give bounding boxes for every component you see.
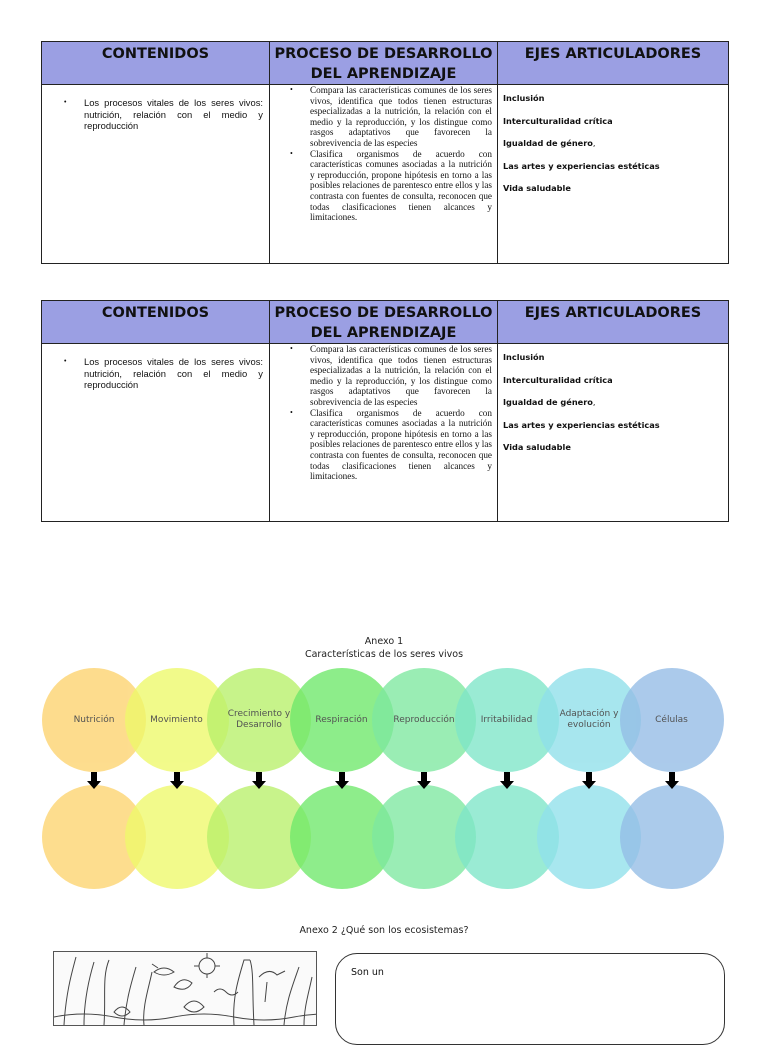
proceso-item: Compara las características comunes de l… <box>310 344 492 407</box>
down-arrow-icon <box>582 772 596 789</box>
header-proceso: PROCESO DE DESARROLLO DEL APRENDIZAJE <box>269 300 498 344</box>
eje-item: Interculturalidad crítica <box>503 374 613 385</box>
proceso-cell: • Compara las características comunes de … <box>269 84 498 264</box>
header-ejes: EJES ARTICULADORES <box>497 300 729 344</box>
characteristic-label: Crecimiento y Desarrollo <box>227 709 291 730</box>
eje-item: Igualdad de género <box>503 397 593 407</box>
proceso-item: Clasifica organismos de acuerdo con cara… <box>310 407 492 482</box>
planning-table-2: CONTENIDOS PROCESO DE DESARROLLO DEL APR… <box>41 300 729 522</box>
header-contenidos: CONTENIDOS <box>41 41 270 85</box>
characteristics-diagram: Nutrición Movimiento Crecimiento y Desarro… <box>42 668 724 889</box>
eje-item: Vida saludable <box>503 183 571 193</box>
characteristic-circle: Células <box>619 668 724 772</box>
down-arrow-icon <box>169 772 184 789</box>
bullet-icon: • <box>64 99 67 106</box>
answer-label: Son un <box>351 967 384 978</box>
eje-item: Igualdad de género <box>503 138 593 148</box>
bullet-icon: • <box>290 407 293 417</box>
anexo1-subtitle: Características de los seres vivos <box>304 649 464 660</box>
anexo2-title: Anexo 2 ¿Qué son los ecosistemas? <box>299 925 469 936</box>
bullet-icon: • <box>290 148 293 158</box>
eje-item: Interculturalidad crítica <box>503 115 613 126</box>
characteristic-label: Movimiento <box>150 714 203 725</box>
down-arrow-icon <box>417 772 431 789</box>
header-ejes: EJES ARTICULADORES <box>497 41 729 85</box>
contenido-text: Los procesos vitales de los seres vivos:… <box>84 97 263 131</box>
bullet-icon: • <box>290 344 293 353</box>
characteristic-circle: Crecimiento y Desarrollo <box>207 668 311 772</box>
eje-item: Vida saludable <box>503 442 571 452</box>
characteristic-label: Irritabilidad <box>480 714 533 725</box>
down-arrow-icon <box>664 772 679 789</box>
planning-table-1: CONTENIDOS PROCESO DE DESARROLLO DEL APR… <box>41 41 729 264</box>
header-contenidos: CONTENIDOS <box>41 300 270 344</box>
down-arrow-icon <box>252 772 266 789</box>
down-arrow-icon <box>334 772 349 789</box>
proceso-cell: • Compara las características comunes de … <box>269 343 498 522</box>
ejes-cell: Inclusión Interculturalidad crítica Igua… <box>497 84 729 264</box>
ejes-cell: Inclusión Interculturalidad crítica Igua… <box>497 343 729 522</box>
bullet-icon: • <box>290 85 293 94</box>
down-arrow-icon <box>499 772 514 789</box>
contenidos-cell: • Los procesos vitales de los seres vivos… <box>41 343 270 522</box>
contenido-text: Los procesos vitales de los seres vivos:… <box>84 356 263 390</box>
down-arrow-icon <box>87 772 101 789</box>
header-proceso: PROCESO DE DESARROLLO DEL APRENDIZAJE <box>269 41 498 85</box>
eje-item: Las artes y experiencias estéticas <box>503 419 660 430</box>
anexo1-title: Anexo 1 <box>364 636 404 647</box>
eje-item: Las artes y experiencias estéticas <box>503 160 660 171</box>
contenidos-cell: • Los procesos vitales de los seres vivos… <box>41 84 270 264</box>
bullet-icon: • <box>64 358 67 365</box>
eje-item: Inclusión <box>503 352 545 362</box>
ecosystem-illustration-icon <box>53 951 317 1026</box>
answer-circle[interactable] <box>619 785 724 889</box>
characteristic-label: Nutrición <box>73 714 115 725</box>
characteristic-label: Adaptación y evolución <box>559 709 619 730</box>
characteristic-label: Células <box>655 714 688 725</box>
characteristic-label: Respiración <box>315 714 368 725</box>
answer-box[interactable]: Son un <box>335 953 725 1045</box>
characteristic-label: Reproducción <box>393 714 455 725</box>
eje-item: Inclusión <box>503 93 545 103</box>
proceso-item: Clasifica organismos de acuerdo con cara… <box>310 148 492 223</box>
proceso-item: Compara las características comunes de l… <box>310 85 492 148</box>
